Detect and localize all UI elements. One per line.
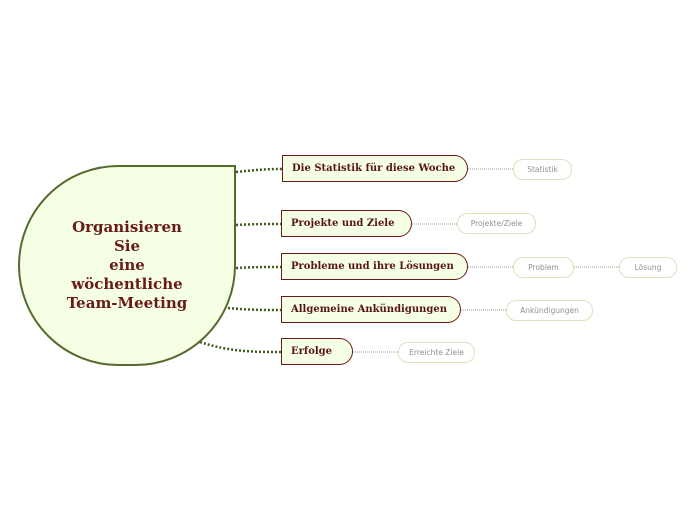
topic-label: Die Statistik für diese Woche xyxy=(292,163,456,174)
leaf-label: Erreichte Ziele xyxy=(409,348,464,357)
topic-label: Projekte und Ziele xyxy=(291,218,395,229)
leaf-node-projekte-ziele[interactable]: Projekte/Ziele xyxy=(457,213,536,234)
leaf-node-ankuendigungen[interactable]: Ankündigungen xyxy=(506,300,593,321)
leaf-label: Projekte/Ziele xyxy=(470,219,523,228)
topic-label: Allgemeine Ankündigungen xyxy=(291,304,448,315)
leaf-node-statistik[interactable]: Statistik xyxy=(513,159,572,180)
leaf-label: Ankündigungen xyxy=(520,306,579,315)
connector-root-topic-3 xyxy=(235,265,282,270)
connector-root-topic-2 xyxy=(235,222,282,227)
topic-node-projekte-ziele[interactable]: Projekte und Ziele xyxy=(281,210,412,237)
connector-root-topic-4 xyxy=(227,306,282,312)
topic-node-erfolge[interactable]: Erfolge xyxy=(281,338,353,365)
leaf-label: Problem xyxy=(528,263,559,272)
leaf-label: Lösung xyxy=(634,263,662,272)
root-node-label: Organisieren Sie eine wöchentliche Team-… xyxy=(66,218,188,312)
topic-label: Probleme und ihre Lösungen xyxy=(291,261,454,272)
topic-node-ankuendigungen[interactable]: Allgemeine Ankündigungen xyxy=(281,296,461,323)
leaf-label: Statistik xyxy=(527,165,558,174)
leaf-node-loesung[interactable]: Lösung xyxy=(619,257,677,278)
topic-node-probleme-loesungen[interactable]: Probleme und ihre Lösungen xyxy=(281,253,468,280)
topic-label: Erfolge xyxy=(291,346,333,357)
connector-root-topic-1 xyxy=(235,167,283,174)
root-node[interactable]: Organisieren Sie eine wöchentliche Team-… xyxy=(18,165,236,366)
topic-node-statistik-woche[interactable]: Die Statistik für diese Woche xyxy=(282,155,468,182)
connector-root-topic-5 xyxy=(199,340,282,354)
leaf-node-erreichte-ziele[interactable]: Erreichte Ziele xyxy=(398,342,475,363)
leaf-node-problem[interactable]: Problem xyxy=(513,257,574,278)
